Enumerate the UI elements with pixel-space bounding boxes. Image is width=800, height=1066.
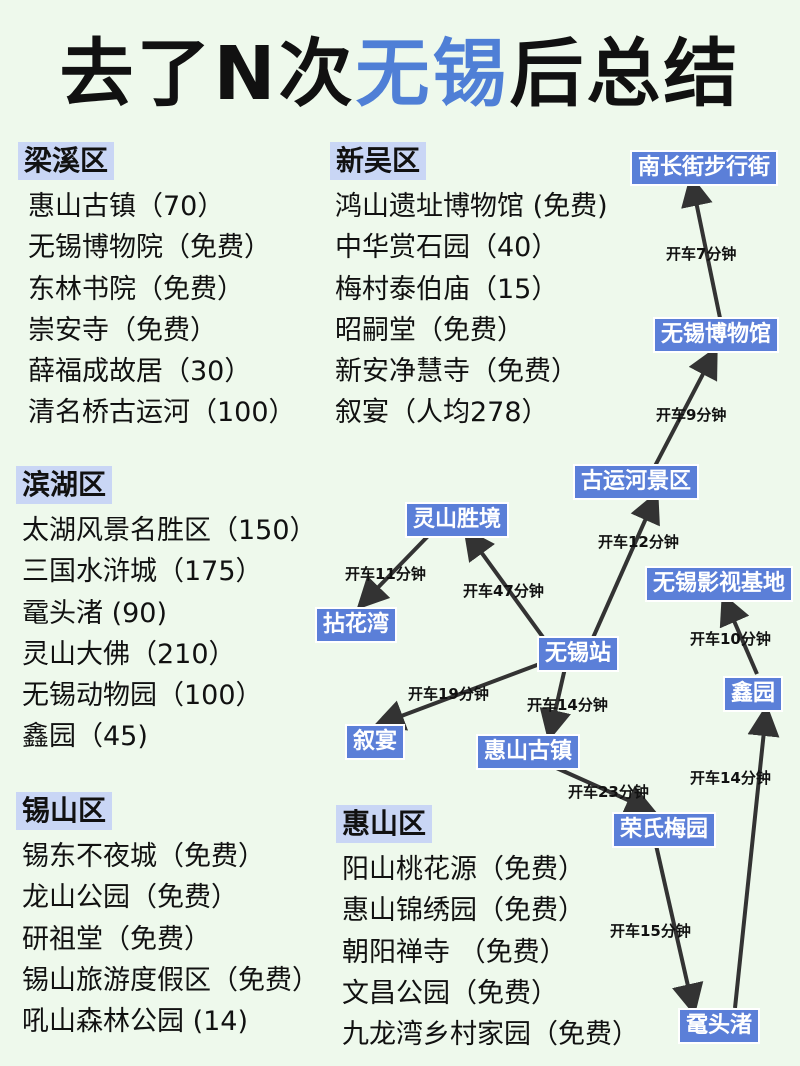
edge-label: 开车11分钟: [345, 565, 426, 583]
arrow-huishan-rongshi: [551, 764, 658, 815]
arrow-rongshi-yuantou: [654, 844, 704, 1016]
list-item: 鑫园（45): [22, 721, 148, 753]
page-title: 去了N次无锡后总结: [0, 14, 800, 121]
district-liangxi: 梁溪区 惠山古镇（70） 无锡博物院（免费） 东林书院（免费） 崇安寺（免费） …: [18, 142, 296, 434]
list-item: 鸿山遗址博物馆 (免费): [335, 191, 608, 222]
list-item: 惠山锦绣园（免费）: [342, 895, 585, 927]
arrow-lingshan-nianhua: [356, 532, 432, 610]
title-part1: 去了N次: [59, 31, 356, 117]
arrow-station-xuyan: [372, 660, 546, 731]
list-item: 三国水浒城（175）: [22, 556, 263, 588]
district-binhu: 滨湖区 太湖风景名胜区（150） 三国水浒城（175） 鼋头渚 (90) 灵山大…: [16, 466, 317, 758]
district-huishan: 惠山区 阳山桃花源（免费） 惠山锦绣园（免费） 朝阳禅寺 （免费） 文昌公园（免…: [336, 805, 639, 1055]
list-item: 文昌公园（免费）: [342, 977, 558, 1009]
list-item: 阳山桃花源（免费）: [342, 854, 585, 885]
title-highlight: 无锡: [355, 31, 510, 117]
node-canal: 古运河景区: [573, 464, 700, 500]
node-yingshi: 无锡影视基地: [645, 566, 794, 602]
list-item: 崇安寺（免费）: [28, 314, 217, 346]
list-item: 锡山旅游度假区（免费）: [22, 964, 319, 996]
list-item: 无锡博物院（免费）: [28, 232, 271, 264]
node-xuyan: 叙宴: [345, 724, 406, 760]
node-rongshi: 荣氏梅园: [612, 812, 717, 848]
node-station: 无锡站: [537, 636, 620, 672]
arrow-museum-nanchang: [681, 174, 722, 319]
list-item: 朝阳禅寺 （免费）: [342, 936, 567, 968]
arrow-yuantou-xinyuan: [733, 704, 780, 1009]
node-museum: 无锡博物馆: [653, 317, 780, 353]
district-tag: 惠山区: [336, 805, 433, 843]
title-part2: 后总结: [509, 31, 741, 117]
district-tag: 锡山区: [16, 792, 113, 830]
list-item: 灵山大佛（210）: [22, 638, 236, 670]
list-item: 梅村泰伯庙（15）: [335, 273, 559, 305]
arrow-xinyuan-yingshi: [719, 592, 759, 675]
list-item: 锡东不夜城（免费）: [22, 841, 265, 872]
arrow-station-huishan: [539, 667, 571, 742]
edge-label: 开车14分钟: [527, 696, 608, 714]
edge-label: 开车9分钟: [656, 406, 727, 424]
edge-label: 开车7分钟: [666, 245, 737, 263]
edge-label: 开车10分钟: [690, 630, 771, 648]
list-item: 研祖堂（免费）: [22, 923, 211, 955]
node-nanchang: 南长街步行街: [630, 150, 779, 186]
edge-label: 开车19分钟: [408, 685, 489, 703]
edge-label: 开车47分钟: [463, 582, 544, 600]
arrow-station-canal: [590, 490, 660, 641]
district-tag: 梁溪区: [18, 142, 115, 180]
list-item: 新安净慧寺（免费）: [335, 356, 578, 388]
node-xinyuan: 鑫园: [723, 676, 784, 712]
edge-label: 开车15分钟: [610, 922, 691, 940]
list-item: 中华赏石园（40）: [335, 232, 559, 264]
edge-label: 开车12分钟: [598, 533, 679, 551]
list-item: 昭嗣堂（免费）: [335, 314, 524, 346]
district-tag: 新吴区: [330, 142, 427, 180]
district-tag: 滨湖区: [16, 466, 113, 504]
node-nianhua: 拈花湾: [315, 607, 398, 643]
list-item: 东林书院（免费）: [28, 273, 244, 305]
node-huishan: 惠山古镇: [476, 734, 581, 770]
list-item: 薛福成故居（30）: [28, 356, 252, 388]
list-item: 清名桥古运河（100）: [28, 397, 296, 429]
list-item: 太湖风景名胜区（150）: [22, 515, 317, 546]
list-item: 惠山古镇（70）: [28, 191, 225, 222]
arrow-canal-museum: [653, 345, 718, 467]
list-item: 吼山森林公园 (14): [22, 1006, 249, 1038]
list-item: 无锡动物园（100）: [22, 680, 263, 712]
edge-label: 开车14分钟: [690, 769, 771, 787]
arrow-station-lingshan: [463, 527, 547, 642]
list-item: 鼋头渚 (90): [22, 597, 168, 629]
node-yuantou: 鼋头渚: [678, 1008, 761, 1044]
list-item: 九龙湾乡村家园（免费）: [342, 1019, 639, 1051]
edge-label: 开车23分钟: [568, 783, 649, 801]
district-xinwu: 新吴区 鸿山遗址博物馆 (免费) 中华赏石园（40） 梅村泰伯庙（15） 昭嗣堂…: [330, 142, 608, 434]
list-item: 叙宴（人均278）: [335, 397, 549, 429]
node-lingshan: 灵山胜境: [405, 502, 510, 538]
district-xishan: 锡山区 锡东不夜城（免费） 龙山公园（免费） 研祖堂（免费） 锡山旅游度假区（免…: [16, 792, 319, 1042]
list-item: 龙山公园（免费）: [22, 882, 238, 914]
